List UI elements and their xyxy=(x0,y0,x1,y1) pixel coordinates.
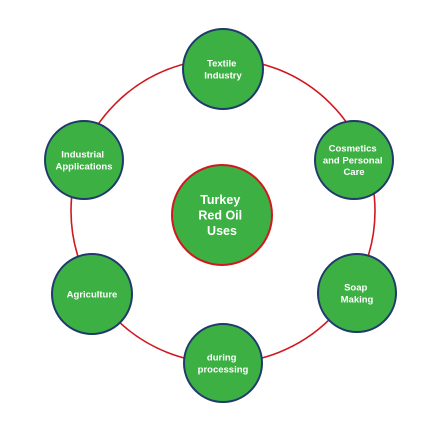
node-soap-making: Soap Making xyxy=(317,253,397,333)
node-label-line-1: Soap xyxy=(344,282,367,293)
node-label-line-3: Care xyxy=(343,167,364,178)
center-circle xyxy=(171,164,273,266)
node-circle xyxy=(317,253,397,333)
center-title-line-3: Uses xyxy=(207,224,237,238)
node-label-line-1: Agriculture xyxy=(67,289,118,300)
node-industrial-applications: Industrial Applications xyxy=(44,120,124,200)
node-label-line-1: Industrial xyxy=(61,149,104,160)
center-title-line-2: Red Oil xyxy=(198,208,242,222)
node-textile-industry: Textile Industry xyxy=(182,28,264,110)
node-label-line-1: during xyxy=(207,352,237,363)
center-node: Turkey Red Oil Uses xyxy=(171,164,273,266)
node-during-processing: during processing xyxy=(183,323,263,403)
node-circle xyxy=(182,28,264,110)
node-label-line-2: and Personal xyxy=(323,155,383,166)
node-label-line-1: Cosmetics xyxy=(329,143,377,154)
node-label: Cosmetics and Personal Care xyxy=(323,143,385,178)
node-label: Textile Industry xyxy=(204,58,242,81)
node-label: Industrial Applications xyxy=(55,149,112,172)
node-circle xyxy=(44,120,124,200)
node-label-line-1: Textile xyxy=(207,58,236,69)
node-agriculture: Agriculture xyxy=(51,253,133,335)
center-title: Turkey Red Oil Uses xyxy=(198,193,245,238)
node-label: during processing xyxy=(198,352,249,375)
node-label-line-2: Applications xyxy=(55,161,112,172)
center-title-line-1: Turkey xyxy=(200,193,240,207)
node-circle xyxy=(314,120,394,200)
node-label-line-2: processing xyxy=(198,364,249,375)
node-label-line-2: Industry xyxy=(204,70,242,81)
node-label: Soap Making xyxy=(341,282,374,305)
node-circle xyxy=(51,253,133,335)
node-label-line-2: Making xyxy=(341,294,374,305)
node-cosmetics-personal-care: Cosmetics and Personal Care xyxy=(314,120,394,200)
node-circle xyxy=(183,323,263,403)
node-label: Agriculture xyxy=(67,289,118,300)
